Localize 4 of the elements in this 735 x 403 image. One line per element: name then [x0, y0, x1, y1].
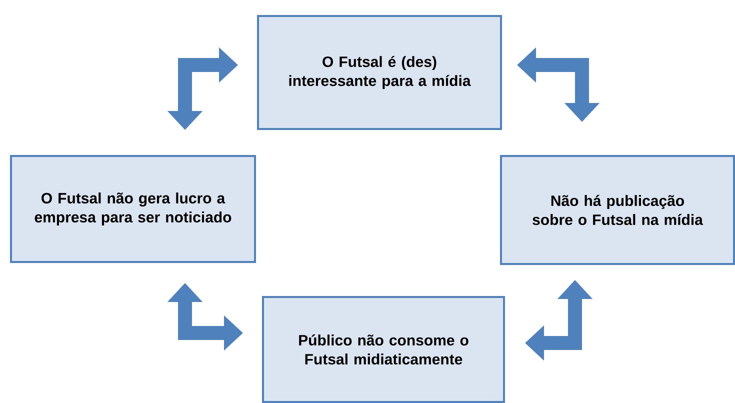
text-box: O Futsal é (des) interessante para a mídia — [257, 15, 502, 130]
text-box: Não há publicação sobre o Futsal na mídia — [500, 155, 735, 265]
text-box: Público não consome o Futsal midiaticamente — [262, 296, 505, 403]
text-box: O Futsal não gera lucro a empresa para ser noticiado — [10, 155, 256, 263]
